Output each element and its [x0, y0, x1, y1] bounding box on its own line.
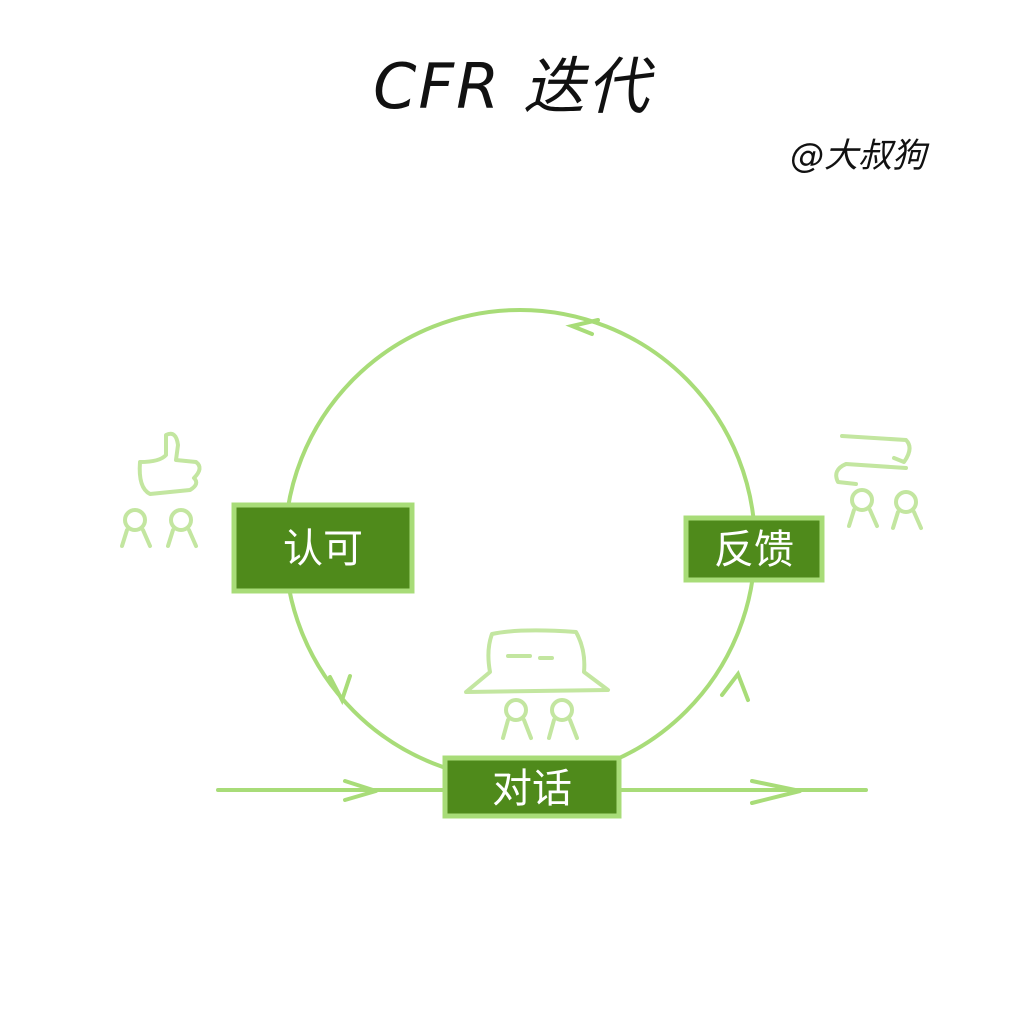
node-dialogue: 对话	[442, 755, 622, 819]
node-approval: 认可	[231, 502, 415, 594]
node-feedback-label: 反馈	[714, 527, 794, 573]
cycle-arrow-right-lower	[720, 669, 750, 702]
node-approval-label: 认可	[283, 526, 363, 572]
people-icon	[501, 698, 579, 740]
flow-arrow-right	[750, 779, 802, 805]
node-feedback: 反馈	[683, 515, 825, 583]
author-signature: @大叔狗	[790, 136, 926, 176]
node-dialogue-label: 对话	[492, 766, 572, 812]
diagram-title: CFR 迭代	[373, 50, 651, 123]
exchange-arrows-icon	[834, 434, 912, 486]
cycle-arrow-left-lower	[328, 674, 352, 706]
cycle-arrow-top	[565, 318, 600, 336]
speech-bubble-icon	[464, 628, 610, 694]
flow-arrow-left	[343, 779, 378, 802]
thumbs-up-icon	[137, 431, 202, 496]
people-icon	[847, 488, 923, 530]
people-icon	[120, 508, 198, 548]
